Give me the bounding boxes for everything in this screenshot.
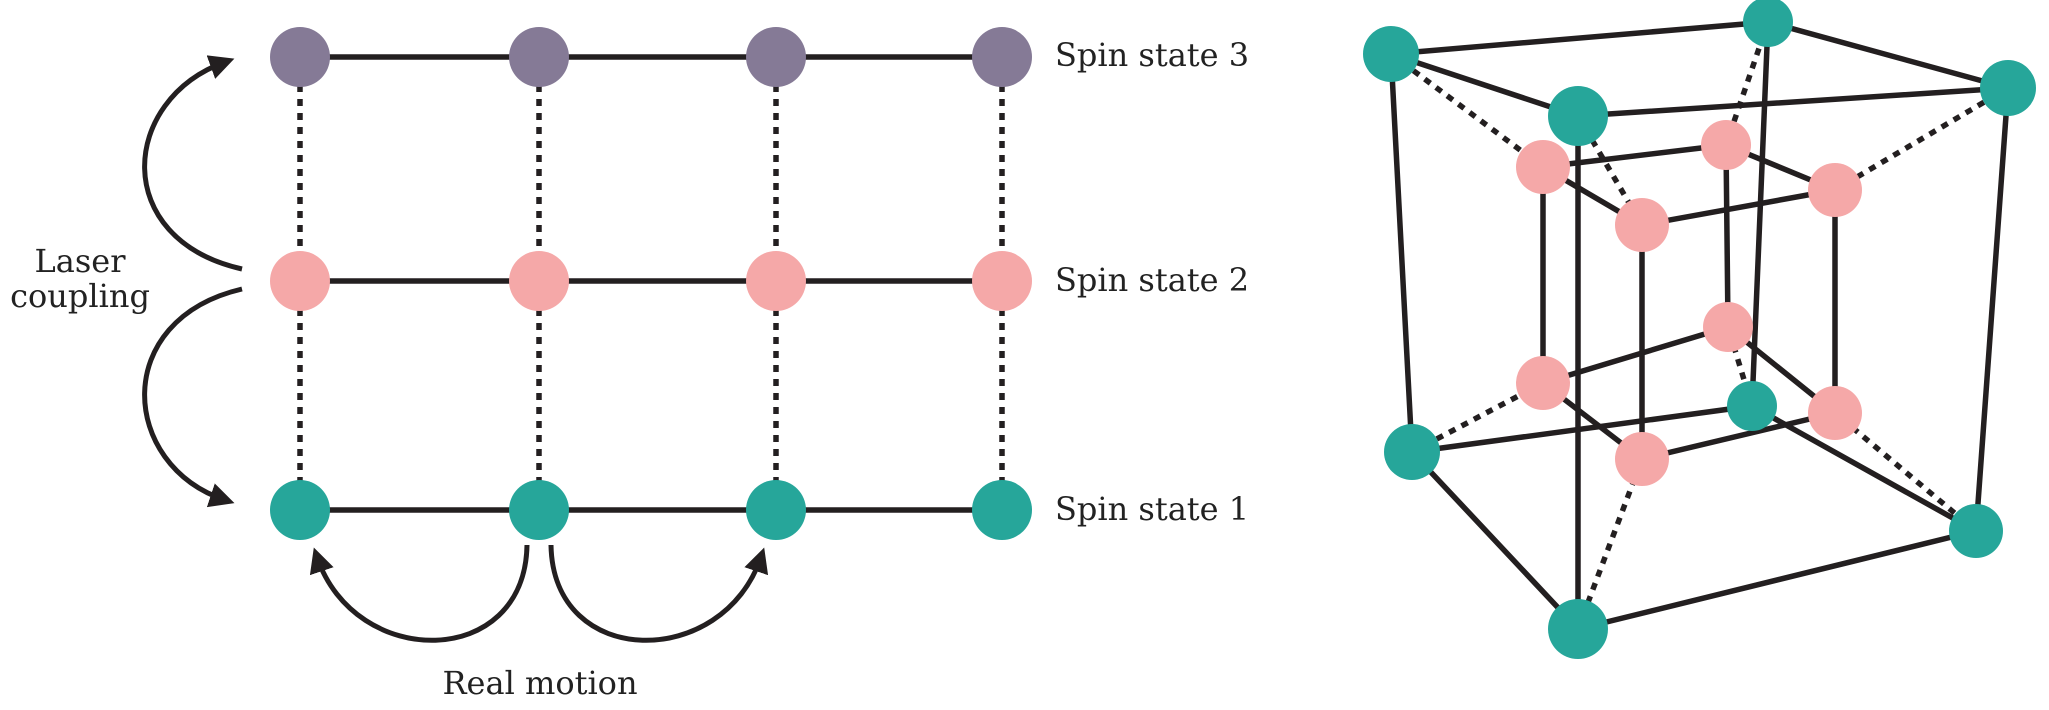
spin-state-1-node bbox=[270, 480, 330, 540]
spin-state-3-row bbox=[270, 27, 1032, 87]
spin-state-1-node bbox=[972, 480, 1032, 540]
spin-state-3-node bbox=[509, 27, 569, 87]
tesseract-outer-node bbox=[1980, 60, 2036, 116]
tesseract-inner-node bbox=[1615, 432, 1669, 486]
lattice-diagram: Spin state 3 Spin state 2 Spin state 1 L… bbox=[10, 27, 1249, 702]
tesseract-inner-node bbox=[1808, 163, 1862, 217]
spin-state-1-node bbox=[746, 480, 806, 540]
laser-coupling-arrow-down bbox=[142, 286, 243, 508]
tesseract-inner-node bbox=[1703, 302, 1753, 352]
spin-state-1-row bbox=[270, 480, 1032, 540]
tesseract-inner-node bbox=[1701, 120, 1751, 170]
tesseract-diagram bbox=[1363, 0, 2036, 659]
spin-state-2-label: Spin state 2 bbox=[1055, 261, 1249, 299]
laser-label-line2: coupling bbox=[10, 277, 150, 315]
tesseract-inner-node bbox=[1516, 140, 1570, 194]
real-motion-arrow-left bbox=[309, 544, 530, 643]
tesseract-inner-node bbox=[1808, 386, 1862, 440]
outer-cube-nodes bbox=[1363, 0, 2036, 659]
real-motion-arrow-right bbox=[548, 544, 769, 643]
tesseract-outer-node bbox=[1384, 424, 1440, 480]
tesseract-outer-node bbox=[1727, 381, 1777, 431]
spin-state-3-label: Spin state 3 bbox=[1055, 36, 1249, 74]
outer-cube-edges bbox=[1388, 19, 2011, 632]
laser-label-line1: Laser bbox=[35, 242, 127, 280]
spin-state-1-node bbox=[509, 480, 569, 540]
tesseract-dotted-connectors bbox=[1389, 21, 2010, 630]
tesseract-outer-node bbox=[1743, 0, 1793, 47]
spin-state-2-node bbox=[972, 251, 1032, 311]
spin-state-3-node bbox=[746, 27, 806, 87]
spin-state-1-label: Spin state 1 bbox=[1055, 490, 1249, 528]
laser-coupling-arrow-up bbox=[142, 55, 243, 272]
spin-state-2-node bbox=[746, 251, 806, 311]
lattice-horizontal-bonds bbox=[297, 54, 1005, 513]
tesseract-outer-node bbox=[1949, 504, 2003, 558]
tesseract-outer-node bbox=[1363, 26, 1419, 82]
spin-state-2-node bbox=[270, 251, 330, 311]
tesseract-outer-node bbox=[1548, 599, 1608, 659]
tesseract-inner-node bbox=[1516, 356, 1570, 410]
spin-state-2-node bbox=[509, 251, 569, 311]
tesseract-inner-node bbox=[1615, 198, 1669, 252]
spin-state-3-node bbox=[270, 27, 330, 87]
tesseract-outer-node bbox=[1548, 86, 1608, 146]
spin-state-2-row bbox=[270, 251, 1032, 311]
spin-state-3-node bbox=[972, 27, 1032, 87]
inner-cube-nodes bbox=[1516, 120, 1862, 486]
real-motion-label: Real motion bbox=[442, 664, 637, 702]
